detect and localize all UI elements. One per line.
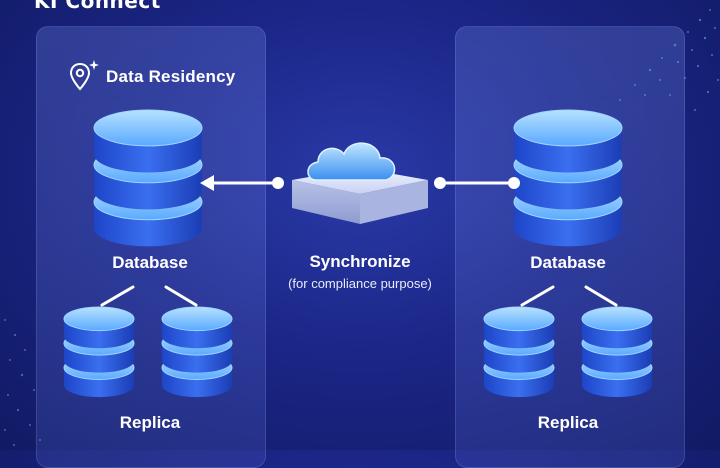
right-replica-label: Replica — [537, 413, 599, 432]
cloud-platform-icon — [292, 142, 428, 224]
left-replica-icon-2 — [161, 306, 233, 398]
right-database-icon — [513, 109, 623, 247]
right-replica-icon-2 — [581, 306, 653, 398]
data-residency-label: Data Residency — [106, 67, 236, 86]
synchronize-label: Synchronize — [309, 252, 411, 271]
left-replica-label: Replica — [119, 413, 181, 432]
left-database-icon — [93, 109, 203, 247]
location-pin-icon — [69, 60, 99, 91]
database-disc-top — [483, 306, 555, 332]
left-replica-icon-1 — [63, 306, 135, 398]
right-replica-icon-1 — [483, 306, 555, 398]
right-database-label: Database — [530, 253, 606, 272]
database-disc-top — [581, 306, 653, 332]
right-region-panel — [455, 26, 685, 468]
brand-logo: KI Connect — [34, 0, 161, 13]
database-disc-top — [513, 109, 623, 147]
synchronize-sublabel: (for compliance purpose) — [288, 276, 432, 291]
data-residency-header: Data Residency — [68, 60, 235, 94]
database-disc-top — [93, 109, 203, 147]
left-database-label: Database — [112, 253, 188, 272]
database-disc-top — [161, 306, 233, 332]
left-region-panel — [36, 26, 266, 468]
database-disc-top — [63, 306, 135, 332]
